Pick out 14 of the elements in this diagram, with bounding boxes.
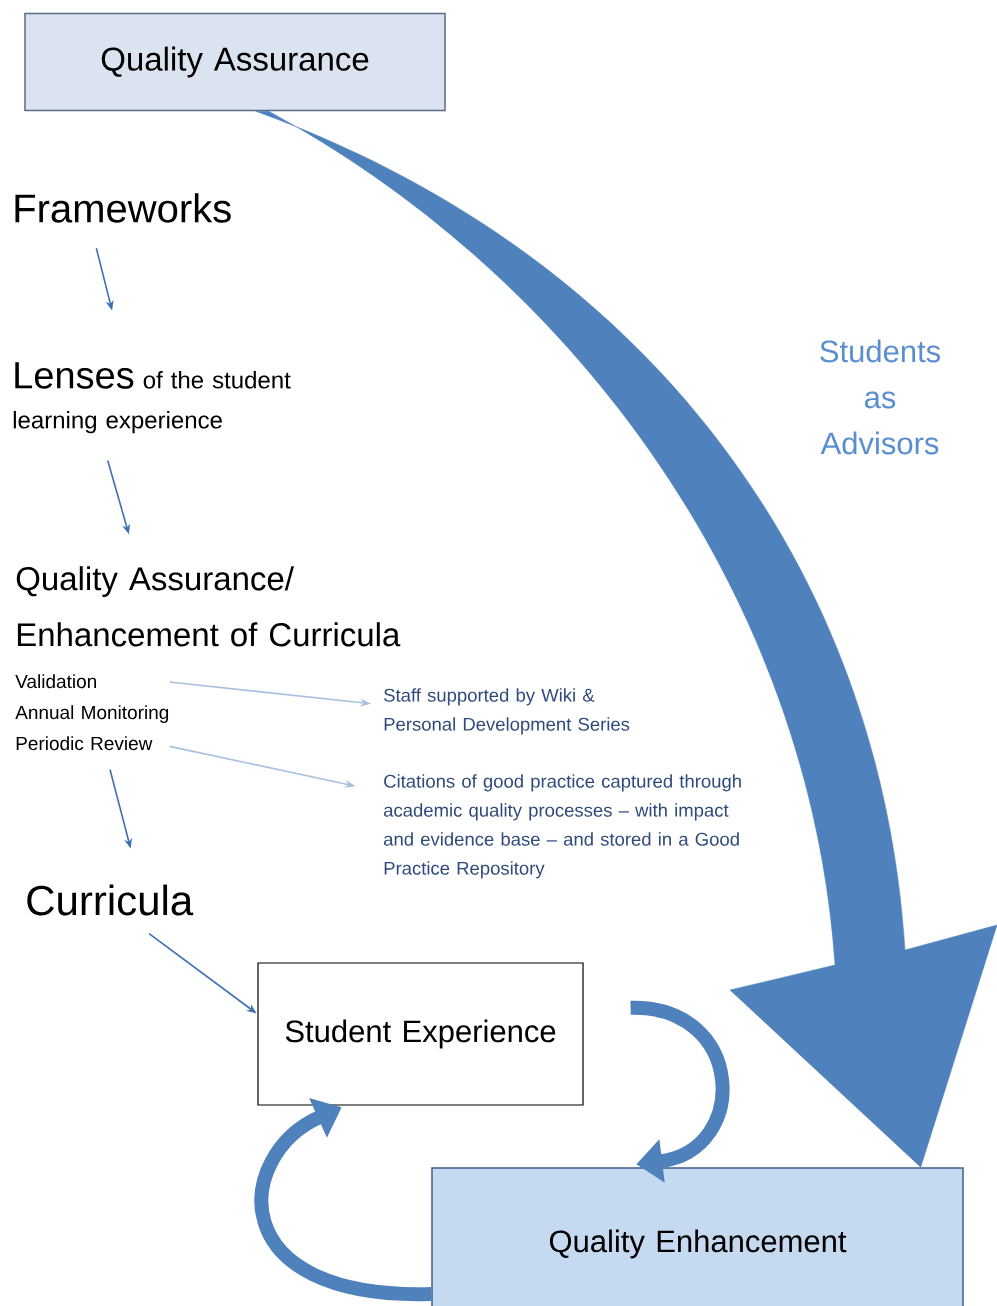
process-list: Validation Annual Monitoring Periodic Review bbox=[15, 674, 169, 751]
curved-arrow bbox=[254, 1097, 432, 1301]
curved-arrow bbox=[630, 1000, 730, 1183]
large-curved-arrow bbox=[255, 111, 997, 1168]
stage-label: Lenses of the student learning experience bbox=[13, 362, 291, 434]
side-label: Students as Advisors bbox=[820, 339, 941, 455]
stage-label: Quality Assurance/ Enhancement of Curricula bbox=[16, 566, 401, 647]
note-text: Citations of good practice captured through academic quality processes – with impact and evidence base – and stored in a Good Practice Repository bbox=[384, 774, 741, 879]
header-box: Quality Assurance bbox=[24, 12, 446, 112]
result-box: Quality Enhancement bbox=[431, 1167, 964, 1306]
note-text: Staff supported by Wiki & Personal Development Series bbox=[384, 688, 630, 735]
process-box: Student Experience bbox=[257, 962, 584, 1106]
stage-label: Frameworks bbox=[15, 193, 231, 223]
stage-label: Curricula bbox=[27, 884, 194, 916]
